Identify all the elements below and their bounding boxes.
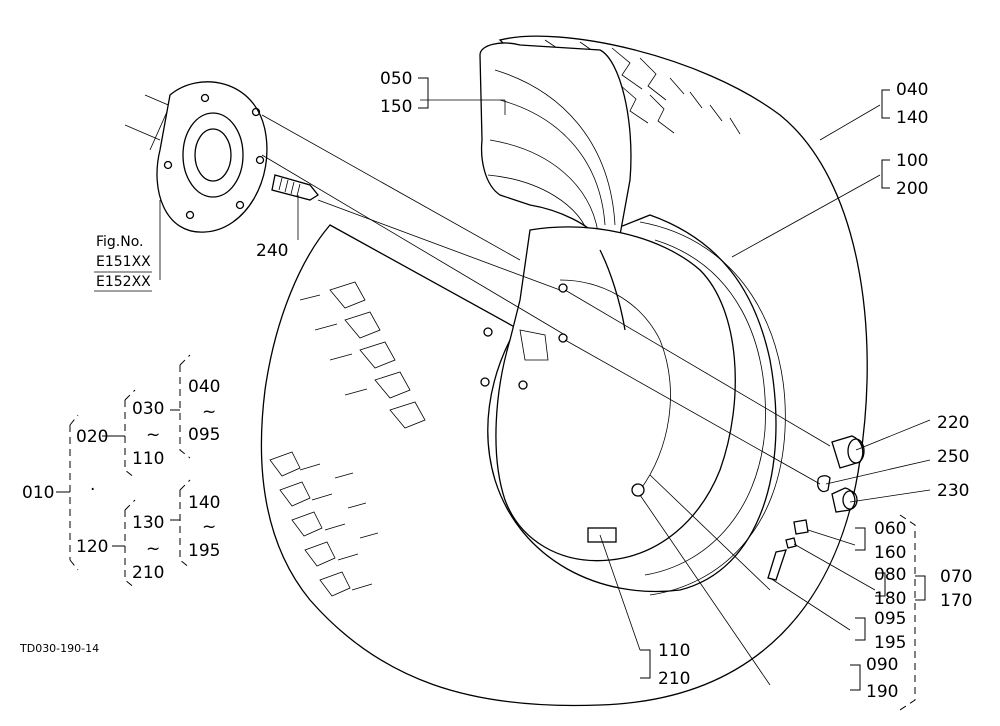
label-100: 100 [896, 151, 928, 171]
label-090: 090 [866, 655, 898, 675]
label-060: 060 [874, 519, 906, 539]
label-210-range: 210 [132, 563, 164, 583]
label-040: 040 [896, 80, 928, 100]
label-250: 250 [937, 447, 969, 467]
label-110-range: 110 [132, 449, 164, 469]
callout-brackets [56, 77, 926, 711]
label-240: 240 [256, 241, 288, 261]
center-dot: · [90, 480, 95, 500]
label-020: 020 [76, 427, 108, 447]
label-190: 190 [866, 682, 898, 702]
tilde-030: ~ [146, 425, 160, 445]
tilde-140: ~ [202, 517, 216, 537]
label-180: 180 [874, 589, 906, 609]
label-195: 195 [874, 633, 906, 653]
label-050: 050 [380, 69, 412, 89]
axle-hub [124, 81, 268, 233]
tire-cut-section [479, 42, 632, 241]
tilde-130: ~ [146, 539, 160, 559]
label-170: 170 [940, 591, 972, 611]
label-210: 210 [658, 669, 690, 689]
part-number-labels: 050 150 040 140 100 200 240 220 250 230 … [19, 69, 972, 702]
figure-id: TD030-190-14 [19, 642, 99, 655]
label-040-range: 040 [188, 377, 220, 397]
label-195-range: 195 [188, 541, 220, 561]
fig-ref-1: E151XX [96, 254, 151, 270]
label-095-range: 095 [188, 425, 220, 445]
label-150: 150 [380, 97, 412, 117]
label-010: 010 [22, 483, 54, 503]
label-130: 130 [132, 513, 164, 533]
label-140: 140 [896, 108, 928, 128]
wheel-rim [480, 226, 736, 562]
label-230: 230 [937, 481, 969, 501]
label-070: 070 [940, 567, 972, 587]
label-220: 220 [937, 413, 969, 433]
stud-bolt [271, 174, 319, 201]
label-160: 160 [874, 543, 906, 563]
label-080: 080 [874, 565, 906, 585]
label-030: 030 [132, 399, 164, 419]
label-140-range: 140 [188, 493, 220, 513]
label-095: 095 [874, 609, 906, 629]
hardware-parts [767, 435, 865, 581]
label-200: 200 [896, 179, 928, 199]
label-110: 110 [658, 641, 690, 661]
tilde-040: ~ [202, 402, 216, 422]
label-120: 120 [76, 537, 108, 557]
fig-ref-2: E152XX [96, 274, 151, 290]
leader-lines [159, 99, 931, 686]
fig-no-label: Fig.No. [96, 234, 144, 250]
